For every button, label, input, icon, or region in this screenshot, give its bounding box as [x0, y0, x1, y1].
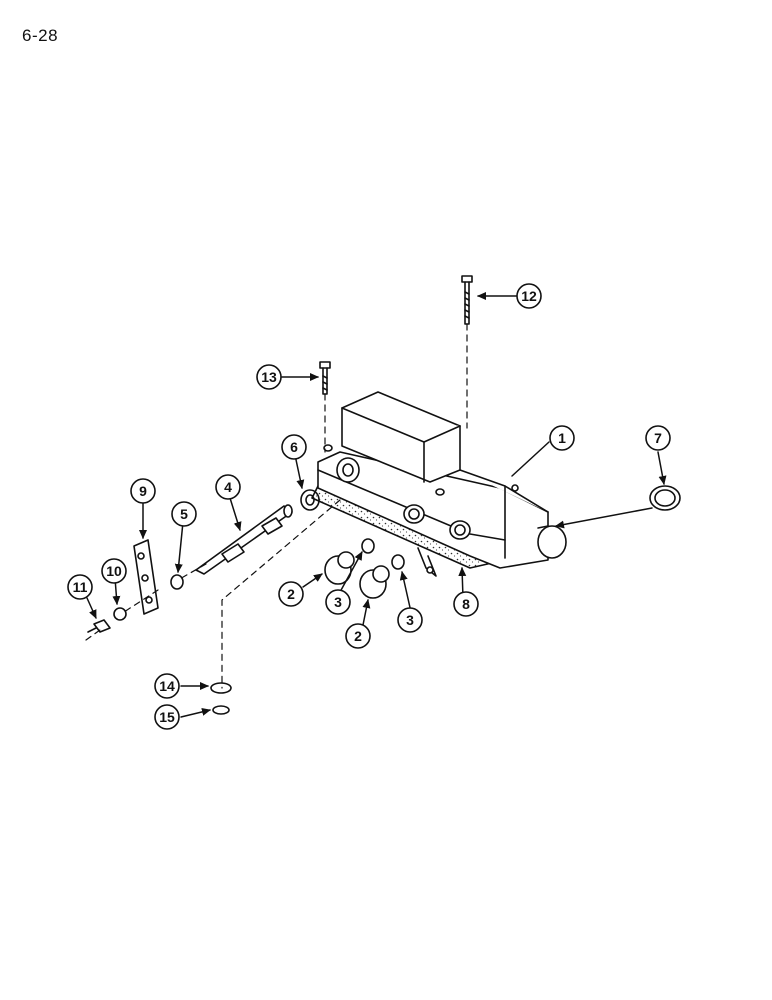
- o-ring: [649, 485, 681, 511]
- seal-ring: [300, 489, 320, 511]
- page-number: 6-28: [22, 26, 59, 45]
- spool: [195, 504, 293, 575]
- svg-text:9: 9: [139, 483, 147, 499]
- washer-upper: [361, 538, 375, 554]
- short-bolt: [319, 361, 331, 395]
- plug-lower: [359, 565, 390, 599]
- svg-text:13: 13: [261, 369, 277, 385]
- svg-text:12: 12: [521, 288, 537, 304]
- svg-text:3: 3: [334, 594, 342, 610]
- valve-housing: [317, 391, 567, 577]
- callout-13: 13: [256, 364, 282, 390]
- svg-text:6: 6: [290, 439, 298, 455]
- callout-11: 11: [67, 574, 93, 600]
- callout-9: 9: [130, 478, 156, 504]
- plug-upper: [324, 551, 355, 585]
- flat-washer: [212, 705, 230, 715]
- svg-text:2: 2: [287, 586, 295, 602]
- callout-7: 7: [645, 425, 671, 451]
- nut: [87, 619, 111, 633]
- svg-text:10: 10: [106, 563, 122, 579]
- svg-text:14: 14: [159, 678, 175, 694]
- cup-washer: [210, 682, 232, 694]
- svg-text:3: 3: [406, 612, 414, 628]
- svg-text:2: 2: [354, 628, 362, 644]
- callout-6: 6: [281, 434, 307, 460]
- callout-2-lower: 2: [345, 623, 371, 649]
- small-o-ring: [170, 574, 184, 590]
- svg-text:15: 15: [159, 709, 175, 725]
- svg-text:11: 11: [73, 579, 88, 595]
- lock-washer: [113, 607, 127, 621]
- callout-5: 5: [171, 501, 197, 527]
- svg-text:4: 4: [224, 479, 232, 495]
- callout-4: 4: [215, 474, 241, 500]
- callout-1: 1: [549, 425, 575, 451]
- callouts: 1 2 2 3 3 4 5 6 7 8 9 10 11 12 13 14 15: [67, 283, 671, 730]
- callout-15: 15: [154, 704, 180, 730]
- callout-3-lower: 3: [397, 607, 423, 633]
- long-bolt: [461, 275, 473, 325]
- svg-text:7: 7: [654, 430, 662, 446]
- callout-8: 8: [453, 591, 479, 617]
- alignment-lines: [85, 323, 468, 689]
- svg-text:8: 8: [462, 596, 470, 612]
- washer-lower: [391, 554, 405, 570]
- callout-3-upper: 3: [325, 589, 351, 615]
- svg-text:1: 1: [558, 430, 566, 446]
- svg-text:5: 5: [180, 506, 188, 522]
- link-plate: [133, 539, 159, 615]
- leader-lines: [86, 292, 667, 718]
- callout-2-upper: 2: [278, 581, 304, 607]
- callout-14: 14: [154, 673, 180, 699]
- callout-12: 12: [516, 283, 542, 309]
- callout-10: 10: [101, 558, 127, 584]
